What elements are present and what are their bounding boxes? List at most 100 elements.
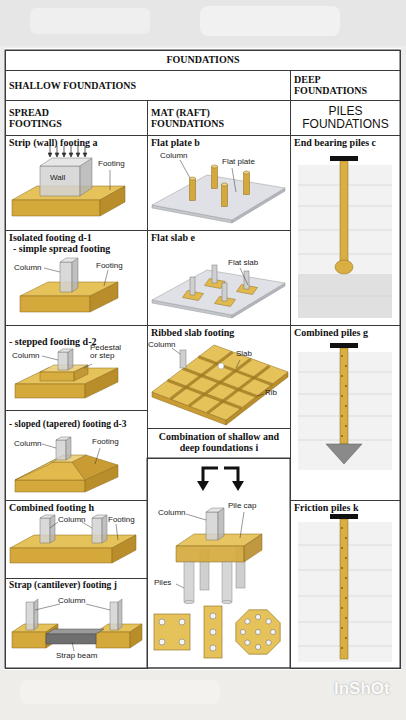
part-label: Piles — [154, 579, 171, 587]
slab-opening — [218, 363, 224, 369]
load-arrows — [76, 153, 80, 157]
wall-shape — [40, 158, 92, 196]
table-cell: - stepped footing d-2 — [5, 325, 148, 411]
pile-texture — [341, 587, 343, 589]
column-shape — [68, 349, 73, 370]
pile-texture — [341, 355, 347, 437]
strap-footing — [12, 632, 46, 648]
pile-texture — [341, 547, 343, 549]
pile-tip — [326, 444, 362, 464]
pile-shape — [184, 600, 194, 603]
cell-heading: - stepped footing d-2 — [9, 336, 144, 347]
part-label: Strap beam — [56, 652, 97, 660]
pile-dot — [270, 629, 275, 634]
background — [0, 670, 406, 720]
column-shape — [190, 177, 196, 180]
pile-texture — [345, 597, 347, 599]
column-shape — [26, 602, 34, 630]
column-shape — [212, 167, 218, 189]
pile-texture — [345, 365, 347, 367]
column-shape — [40, 515, 55, 518]
table-cell: MAT (RAFT) FOUNDATIONS — [147, 100, 291, 136]
table-cell: Flat plate b — [147, 135, 291, 231]
cell-heading: Combined footing h — [9, 502, 144, 513]
pile-shape — [184, 562, 232, 604]
table-grid — [5, 50, 400, 668]
cell-heading: SPREAD FOOTINGS — [9, 107, 89, 129]
background — [200, 6, 340, 36]
stepped-footing — [74, 365, 88, 381]
pile-dot — [266, 619, 271, 624]
sloped-footing — [15, 455, 118, 492]
pile-texture — [341, 627, 343, 629]
pile-texture — [341, 527, 343, 529]
load-arrows — [69, 153, 73, 157]
leader-line — [110, 170, 111, 190]
friction-pile — [340, 519, 348, 659]
cell-heading: Combined piles g — [294, 327, 397, 338]
column-shape — [58, 349, 73, 352]
pile-head — [330, 343, 358, 348]
pile-dot — [179, 639, 185, 645]
part-label: Footing — [96, 262, 123, 270]
strap-footing — [96, 632, 130, 648]
watermark: InShOt — [334, 680, 390, 698]
table-cell: SHALLOW FOUNDATIONS — [5, 70, 291, 101]
load-arrows — [83, 153, 87, 157]
column-shape — [212, 265, 217, 283]
cell-heading: - simple spread footing — [13, 243, 144, 254]
pile-texture — [345, 617, 347, 619]
pile-cap — [176, 546, 244, 562]
end-bearing-pile — [340, 161, 348, 265]
leader-line — [116, 524, 118, 540]
rib-lines — [168, 380, 242, 408]
leader-line — [232, 168, 236, 192]
pile-texture — [345, 405, 347, 407]
wall-shape — [40, 166, 80, 196]
cell-heading: Flat plate b — [151, 137, 287, 148]
wall-shape — [40, 158, 92, 166]
combination-arrowheads — [197, 481, 209, 491]
strip-footing — [12, 200, 100, 216]
part-label: Column — [14, 440, 42, 448]
pile-shape — [222, 562, 232, 602]
column-shape — [244, 271, 249, 289]
pile-dot — [245, 640, 250, 645]
table-cell: - sloped (tapered) footing d-3 — [5, 410, 148, 501]
column-shape — [244, 171, 250, 174]
leader-line — [84, 364, 92, 368]
cell-heading: End bearing piles c — [294, 137, 397, 148]
cell-heading: Isolated footing d-1 — [9, 232, 144, 243]
pile-dot — [210, 613, 216, 619]
table-cell: Isolated footing d-1- simple spread foot… — [5, 230, 148, 326]
pile-texture — [341, 567, 343, 569]
load-arrows — [62, 153, 66, 157]
column-shape — [180, 350, 186, 368]
cell-heading: PILES FOUNDATIONS — [294, 105, 397, 131]
leader-line — [44, 268, 60, 272]
pile-dot — [240, 629, 245, 634]
leader-line — [257, 394, 264, 396]
combined-pile — [340, 348, 348, 444]
table-grid — [5, 50, 400, 668]
combination-arrowheads — [197, 481, 244, 491]
pile-dot — [210, 629, 216, 635]
part-label: Pedestal or step — [90, 344, 128, 361]
column-shape — [190, 277, 195, 295]
cell-heading: Combination of shallow and deep foundati… — [151, 431, 287, 453]
leader-line — [180, 160, 190, 178]
part-label: Flat slab — [228, 259, 258, 267]
background — [0, 0, 406, 46]
column-shape — [50, 515, 55, 543]
spread-footing — [90, 282, 118, 312]
column-shape — [118, 599, 122, 630]
leader-line — [42, 444, 56, 448]
column-shape — [222, 185, 228, 207]
combined-footing — [10, 548, 112, 563]
pile-cap-plan — [154, 614, 190, 650]
stepped-footing — [15, 384, 85, 398]
leader-line — [104, 270, 108, 286]
pile-texture — [345, 637, 347, 639]
pile-texture — [345, 537, 347, 539]
column-shape — [60, 258, 78, 262]
